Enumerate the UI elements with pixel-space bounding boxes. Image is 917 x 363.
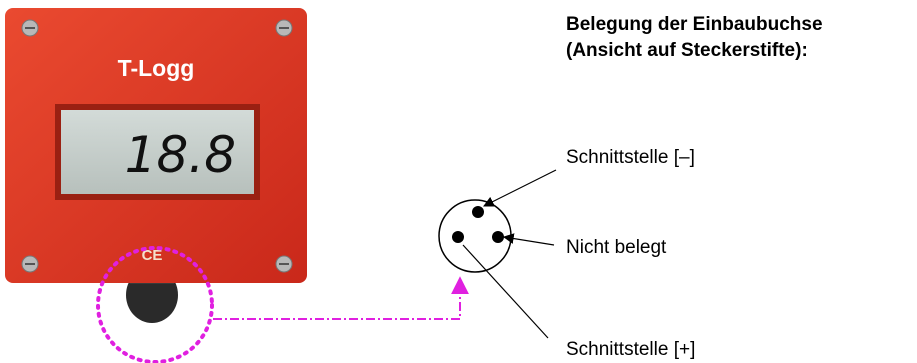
lcd-display bbox=[61, 110, 254, 194]
lcd-value: 18.8 bbox=[125, 126, 236, 184]
screw-icon bbox=[275, 255, 293, 273]
connector-title-line2: (Ansicht auf Steckerstifte): bbox=[566, 40, 808, 61]
pin-1 bbox=[472, 206, 484, 218]
pin-3 bbox=[452, 231, 464, 243]
callout-line-pin3 bbox=[462, 244, 549, 339]
callout-arrow-pin2 bbox=[502, 233, 555, 246]
pin-label-minus: Schnittstelle [–] bbox=[566, 147, 695, 168]
callout-arrow-pin1 bbox=[483, 169, 557, 207]
highlight-circle bbox=[96, 246, 214, 363]
device-brand: T-Logg bbox=[118, 55, 195, 81]
screw-icon bbox=[21, 19, 39, 37]
device-photo: T-Logg 18.8 CE bbox=[5, 8, 307, 323]
highlight-arrow bbox=[213, 276, 469, 320]
screw-icon bbox=[275, 19, 293, 37]
pin-label-unused: Nicht belegt bbox=[566, 237, 667, 258]
pin-label-plus: Schnittstelle [+] bbox=[566, 339, 695, 360]
ce-mark: CE bbox=[142, 247, 163, 264]
screw-icon bbox=[21, 255, 39, 273]
pin-2 bbox=[492, 231, 504, 243]
socket-diagram bbox=[438, 199, 512, 273]
connector-title-line1: Belegung der Einbaubuchse bbox=[566, 14, 823, 35]
